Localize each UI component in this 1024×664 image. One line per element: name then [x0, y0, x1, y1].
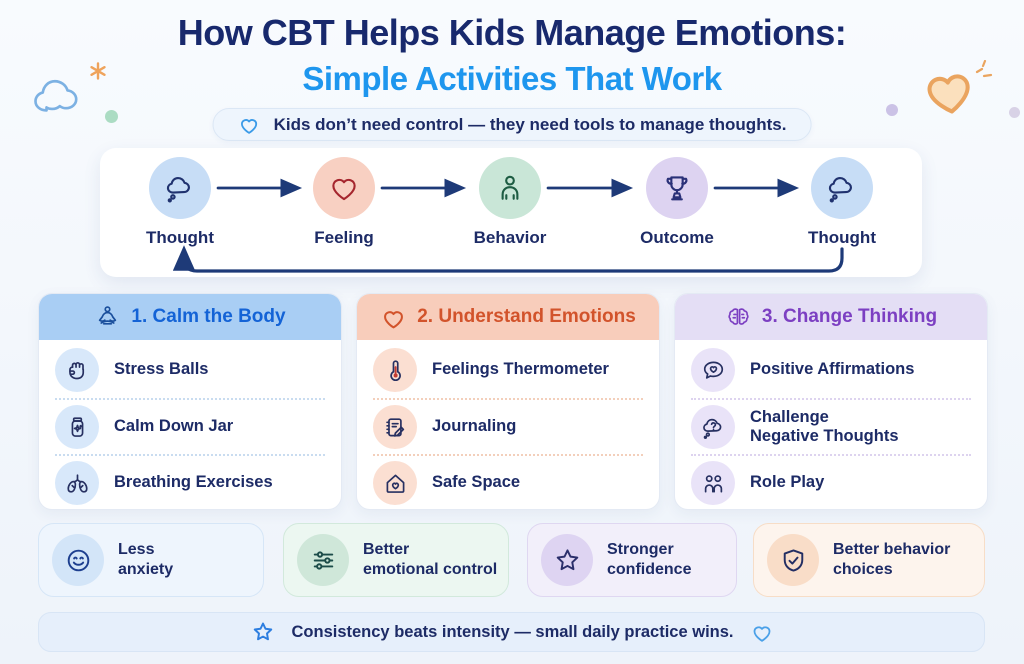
thermometer-icon — [373, 348, 417, 392]
card-understand-emotions: 2. Understand Emotions Feelings Thermome… — [356, 293, 660, 510]
flow-step-thought-1: Thought — [120, 157, 240, 248]
card-item-stress-balls: Stress Balls — [55, 342, 325, 398]
jar-icon — [55, 405, 99, 449]
sparkle-icon — [89, 62, 107, 80]
flow-label: Outcome — [640, 228, 714, 247]
shield-check-icon — [767, 534, 819, 586]
sliders-icon — [297, 534, 349, 586]
thought-question-icon — [691, 405, 735, 449]
heart-icon — [238, 114, 261, 135]
person-icon — [479, 157, 541, 219]
lungs-icon — [55, 461, 99, 505]
thought-cloud-icon — [811, 157, 873, 219]
flow-step-thought-2: Thought — [782, 157, 902, 248]
house-heart-icon — [373, 461, 417, 505]
card-item-calm-down-jar: Calm Down Jar — [55, 398, 325, 454]
item-label: Challenge Negative Thoughts — [750, 407, 899, 445]
page-subtitle: Simple Activities That Work — [302, 60, 722, 97]
heart-icon — [380, 305, 407, 330]
card-title: 1. Calm the Body — [131, 306, 286, 327]
flow-label: Feeling — [314, 228, 374, 247]
item-label: Feelings Thermometer — [432, 360, 609, 379]
flow-label: Thought — [808, 228, 876, 247]
flow-arrows — [172, 178, 844, 273]
flow-label: Thought — [146, 228, 214, 247]
item-label: Safe Space — [432, 473, 521, 492]
smiley-icon — [52, 534, 104, 586]
edge-dot — [1009, 107, 1020, 118]
item-label: Role Play — [750, 473, 825, 492]
card-calm-the-body: 1. Calm the Body Stress Balls — [38, 293, 342, 510]
benefit-label: Better behavior choices — [833, 541, 951, 578]
flow-step-outcome: Outcome — [617, 157, 737, 248]
star-icon — [250, 619, 276, 645]
benefit-label: Stronger confidence — [607, 541, 692, 578]
sparkle-dashes-icon — [974, 60, 996, 82]
cbt-cycle-panel: Thought Feeling Behavior Outcome — [100, 148, 922, 277]
flow-step-feeling: Feeling — [284, 157, 404, 248]
brain-icon — [725, 304, 752, 331]
footer-banner: Consistency beats intensity — small dail… — [38, 612, 985, 652]
card-item-challenge-negative-thoughts: Challenge Negative Thoughts — [691, 398, 971, 454]
meditation-icon — [94, 304, 121, 331]
purple-dot — [886, 104, 898, 116]
fist-icon — [55, 348, 99, 392]
card-change-thinking: 3. Change Thinking Positive Affirmations — [674, 293, 988, 510]
quote-text: Kids don’t need control — they need tool… — [273, 114, 787, 134]
card-title: 3. Change Thinking — [761, 306, 938, 327]
flow-label: Behavior — [473, 228, 547, 247]
benefit-label: Less anxiety — [118, 541, 174, 578]
heart-icon — [313, 157, 375, 219]
card-item-breathing-exercises: Breathing Exercises — [55, 454, 325, 509]
peach-heart-icon — [919, 62, 979, 119]
flow-step-behavior: Behavior — [450, 157, 570, 248]
benefit-better-behavior-choices: Better behavior choices — [753, 523, 985, 597]
footer-text: Consistency beats intensity — small dail… — [291, 622, 734, 641]
card-item-feelings-thermometer: Feelings Thermometer — [373, 342, 643, 398]
item-label: Calm Down Jar — [114, 417, 234, 436]
card-header: 1. Calm the Body — [39, 294, 341, 340]
benefit-label: Better emotional control — [363, 541, 498, 578]
journal-pencil-icon — [373, 405, 417, 449]
item-label: Breathing Exercises — [114, 473, 273, 492]
item-label: Journaling — [432, 417, 517, 436]
heart-icon — [750, 621, 774, 643]
green-dot — [105, 110, 118, 123]
speech-bubble-heart-icon — [691, 348, 735, 392]
benefit-less-anxiety: Less anxiety — [38, 523, 264, 597]
card-title: 2. Understand Emotions — [417, 306, 636, 327]
trophy-icon — [646, 157, 708, 219]
item-label: Positive Affirmations — [750, 360, 915, 379]
card-item-positive-affirmations: Positive Affirmations — [691, 342, 971, 398]
card-item-journaling: Journaling — [373, 398, 643, 454]
cloud-icon — [30, 70, 96, 120]
item-label: Stress Balls — [114, 360, 209, 379]
benefit-better-emotional-control: Better emotional control — [283, 523, 509, 597]
benefit-stronger-confidence: Stronger confidence — [527, 523, 737, 597]
card-header: 2. Understand Emotions — [357, 294, 659, 340]
card-item-safe-space: Safe Space — [373, 454, 643, 509]
star-icon — [541, 534, 593, 586]
page-title: How CBT Helps Kids Manage Emotions: — [177, 12, 847, 53]
card-header: 3. Change Thinking — [675, 294, 987, 340]
thought-cloud-icon — [149, 157, 211, 219]
card-item-role-play: Role Play — [691, 454, 971, 509]
two-people-icon — [691, 461, 735, 505]
quote-banner: Kids don’t need control — they need tool… — [212, 108, 812, 141]
